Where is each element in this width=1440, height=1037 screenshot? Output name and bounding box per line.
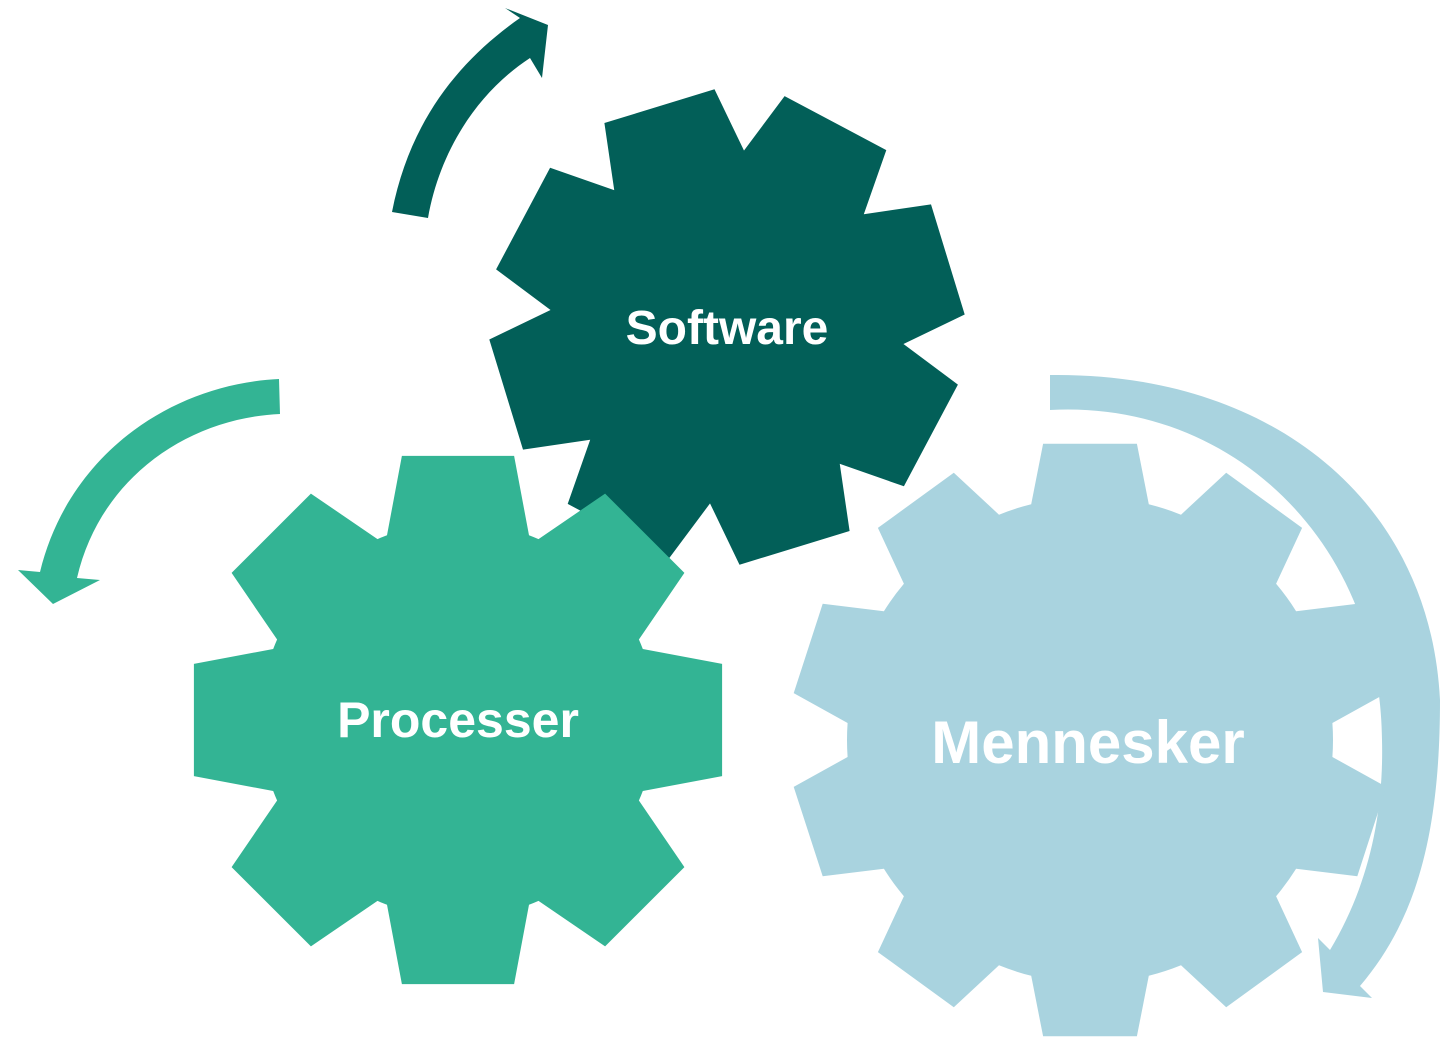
gear-software-label: Software xyxy=(626,302,829,355)
gear-mennesker-shape xyxy=(793,443,1387,1037)
gear-processer: Processer xyxy=(193,455,723,985)
arrow-software xyxy=(392,8,548,218)
gear-software-shape xyxy=(489,89,965,565)
gear-mennesker-label: Mennesker xyxy=(931,709,1244,776)
gear-processer-label: Processer xyxy=(337,692,579,748)
gear-processer-shape xyxy=(193,455,723,985)
gear-mennesker: Mennesker xyxy=(793,443,1387,1037)
arrow-mennesker xyxy=(1050,374,1440,998)
arrow-processer xyxy=(18,379,280,604)
gear-software: Software xyxy=(489,89,965,565)
